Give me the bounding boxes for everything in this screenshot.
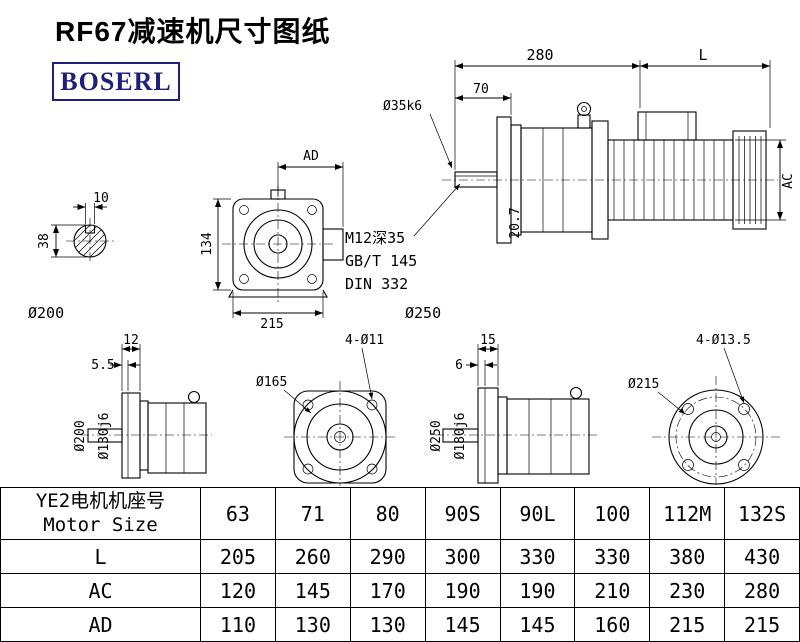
dim-gear-length-280: 280: [526, 46, 553, 64]
table-cell: 290: [349, 539, 426, 574]
motor-size-header-en: Motor Size: [43, 513, 158, 536]
drawing-flange-front-view-1: Ø165 4-Ø11: [256, 333, 396, 486]
table-cell: 190: [424, 573, 501, 608]
small2-housing: [506, 398, 590, 475]
dim-bolt-circle-d165: Ø165: [256, 375, 287, 390]
column-header-100: 100: [574, 487, 651, 540]
table-cell: 205: [200, 539, 276, 574]
motor-size-header-cn: YE2电机机座号: [35, 489, 166, 512]
dim-6: 6: [455, 358, 463, 373]
label-flange-d200: Ø200: [28, 304, 64, 322]
table-cell: 190: [499, 573, 576, 608]
table-cell: 145: [424, 607, 501, 642]
small1-flange: [121, 392, 141, 479]
dim-bolt-holes-4d11: 4-Ø11: [345, 333, 384, 348]
column-header-63: 63: [200, 487, 276, 540]
column-header-80: 80: [349, 487, 426, 540]
dim-motor-height-ac: AC: [781, 173, 796, 189]
small2-eyebolt: [569, 386, 583, 400]
small2-flange: [477, 387, 499, 484]
row-label-AC: AC: [0, 573, 201, 608]
dim-height-134: 134: [200, 232, 215, 256]
dim-ad: AD: [303, 149, 319, 164]
column-header-90s: 90S: [424, 487, 501, 540]
dim-flange-d250: Ø250: [429, 420, 444, 451]
table-cell: 330: [574, 539, 651, 574]
column-header-112m: 112M: [649, 487, 726, 540]
column-header-90l: 90L: [499, 487, 576, 540]
drawing-shaft-keyway-section: 10 38: [37, 191, 114, 264]
drawing-small-side-view-2: 15 6 Ø250 Ø180j6: [429, 333, 600, 484]
drawing-small-side-view-1: 12 5.5 Ø200 Ø130j6: [73, 333, 212, 479]
note-standard-gbt: GB/T 145: [345, 252, 417, 270]
table-cell: 380: [649, 539, 726, 574]
label-flange-d250: Ø250: [405, 304, 441, 322]
table-cell: 130: [349, 607, 426, 642]
note-tap: M12深35: [345, 229, 405, 247]
table-cell: 280: [724, 573, 800, 608]
dim-motor-length-L: L: [698, 46, 707, 64]
eyebolt: [576, 101, 592, 117]
terminal-box: [637, 111, 697, 141]
table-cell: 110: [200, 607, 276, 642]
motor-size-header: YE2电机机座号 Motor Size: [0, 487, 201, 540]
output-shaft: [454, 171, 498, 188]
dim-flange-d200: Ø200: [73, 420, 88, 451]
dim-spigot-d180: Ø180j6: [453, 413, 468, 460]
brand-logo: BOSERL: [52, 62, 180, 101]
column-header-71: 71: [274, 487, 351, 540]
table-row-AD: AD 110 130 130 145 145 160 215 215: [0, 607, 800, 642]
table-cell: 160: [574, 607, 651, 642]
dim-5-5: 5.5: [91, 358, 114, 373]
column-header-132s: 132S: [724, 487, 800, 540]
dim-bolt-circle-d215: Ø215: [628, 377, 659, 392]
row-label-AD: AD: [0, 607, 201, 642]
table-cell: 170: [349, 573, 426, 608]
table-row-L: L 205 260 290 300 330 330 380 430: [0, 539, 800, 574]
table-header-row: YE2电机机座号 Motor Size 63 71 80 90S 90L 100…: [0, 487, 800, 540]
fan-cover-louvers: [738, 136, 762, 224]
dim-shaft-height: 38: [37, 233, 52, 249]
hatch-pattern: [74, 225, 106, 257]
table-cell: 230: [649, 573, 726, 608]
dim-15: 15: [480, 333, 496, 348]
small1-eyebolt: [187, 390, 201, 404]
table-cell: 210: [574, 573, 651, 608]
table-cell: 430: [724, 539, 800, 574]
table-cell: 145: [274, 573, 351, 608]
dim-offset-20-7: 20.7: [508, 207, 523, 238]
dim-spigot-d130: Ø130j6: [97, 413, 112, 460]
table-cell: 145: [499, 607, 576, 642]
drawing-flange-front-view-2: Ø215 4-Ø13.5: [628, 333, 780, 485]
dim-key-width: 10: [93, 191, 109, 206]
note-standard-din: DIN 332: [345, 275, 408, 293]
table-cell: 215: [724, 607, 800, 642]
dim-12: 12: [123, 333, 139, 348]
small1-housing: [147, 402, 207, 474]
dim-shaft-dia: Ø35k6: [383, 99, 422, 114]
dim-width-215: 215: [260, 317, 283, 332]
table-cell: 260: [274, 539, 351, 574]
shaft-section-circle: [73, 224, 107, 258]
dim-bolt-holes-4d13-5: 4-Ø13.5: [696, 333, 751, 348]
technical-drawings: 10 38 AD 134: [28, 46, 796, 486]
table-cell: 300: [424, 539, 501, 574]
table-cell: 215: [649, 607, 726, 642]
side-boss: [322, 228, 344, 261]
drawing-gearbox-front-view: AD 134 215 Ø200: [28, 149, 344, 332]
table-cell: 120: [200, 573, 276, 608]
fan-cover: [732, 130, 767, 230]
table-cell: 130: [274, 607, 351, 642]
table-cell: 330: [499, 539, 576, 574]
drawing-gearmotor-side-view: 280 L 70 Ø35k6 M12深35 GB/T 145 DIN 332 2…: [345, 46, 796, 322]
motor-fins: [613, 140, 725, 220]
dim-shaft-length-70: 70: [473, 82, 489, 97]
row-label-L: L: [0, 539, 201, 574]
page-title: RF67减速机尺寸图纸: [55, 16, 331, 47]
motor-dimension-table: YE2电机机座号 Motor Size 63 71 80 90S 90L 100…: [0, 487, 800, 642]
table-row-AC: AC 120 145 170 190 190 210 230 280: [0, 573, 800, 608]
